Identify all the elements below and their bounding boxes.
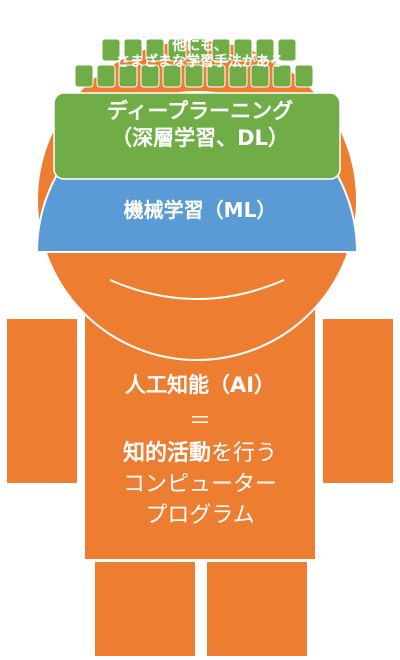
deep-learning-label: ディープラーニング （深層学習、DL） [60,98,340,153]
ai-definition: 知的活動を行う コンピューター プログラム [86,438,314,532]
other-methods-boxes [74,38,314,88]
equals-sign: ＝ [188,409,211,434]
left-arm [7,319,77,483]
left-leg [95,562,195,656]
definition-line1: 知的活動を行う [86,438,314,469]
machine-learning-label: 機械学習（ML） [123,198,277,222]
deep-learning-line1: ディープラーニング [106,99,294,123]
other-methods-line2: さまざまな学習手法がある [116,54,284,71]
definition-rest: を行う [211,441,278,466]
definition-bold: 知的活動 [122,441,211,466]
smile [109,279,285,300]
right-arm [323,319,393,483]
other-methods-line1: 他にも、 [172,38,228,54]
right-leg [207,562,307,656]
definition-line2: コンピューター [122,472,277,498]
other-methods-label: 他にも、 さまざまな学習手法がある [80,38,320,70]
ai-title: 人工知能（AI） [124,373,276,397]
deep-learning-line2: （深層学習、DL） [111,126,289,151]
deep-learning-box [53,92,341,180]
definition-line3: プログラム [145,503,255,529]
